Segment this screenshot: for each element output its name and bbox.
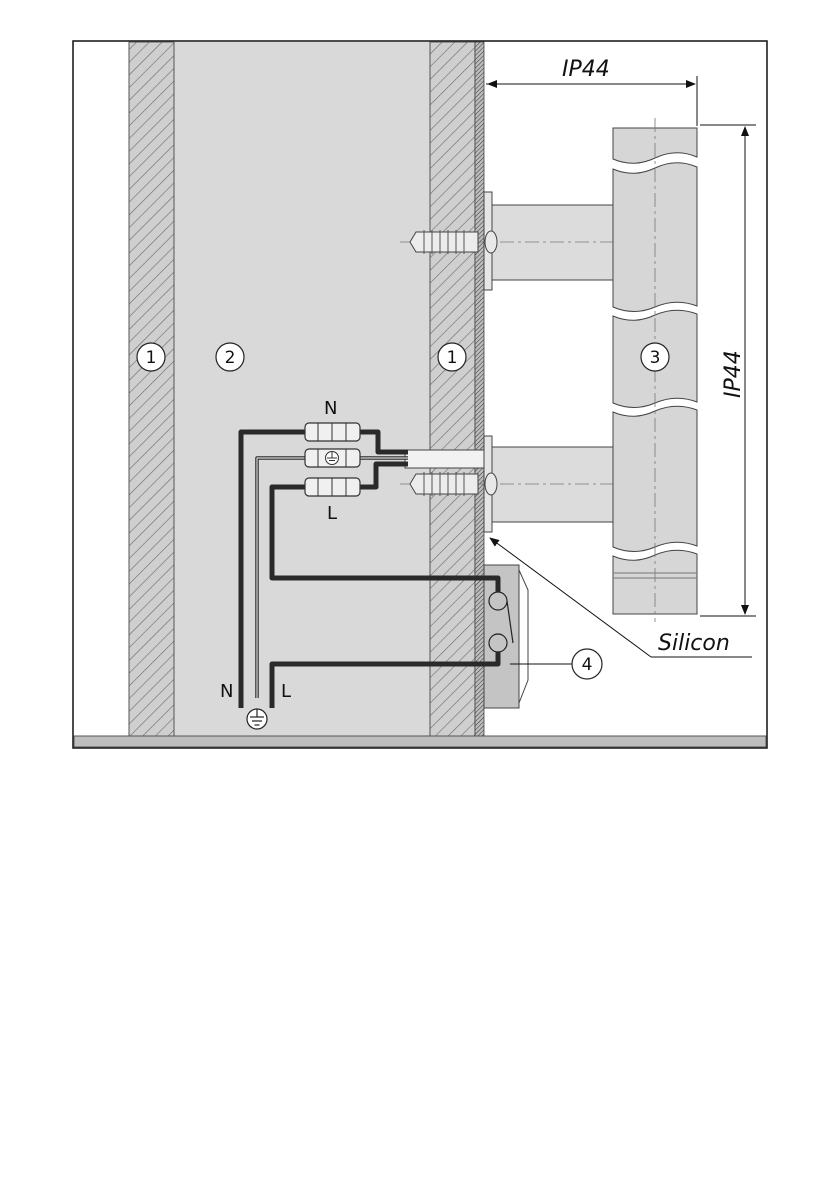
- terminal-n: [305, 423, 360, 441]
- wall-right: [430, 42, 475, 736]
- cable-conduit: [405, 450, 484, 468]
- wall-finish-layer: [475, 42, 484, 736]
- callout-1-left-text: 1: [146, 348, 157, 368]
- terminal-l-label: L: [327, 503, 337, 524]
- supply-n-label: N: [220, 681, 233, 702]
- horizontal-dimension-label: IP44: [562, 57, 610, 82]
- supply-l-label: L: [281, 681, 291, 702]
- callout-2-text: 2: [225, 348, 236, 368]
- callout-3-text: 3: [650, 348, 661, 368]
- callout-2: 2: [216, 343, 244, 371]
- callout-4-text: 4: [582, 655, 593, 675]
- callout-1-right: 1: [438, 343, 466, 371]
- silicon-label: Silicon: [658, 631, 730, 656]
- vertical-dimension-label: IP44: [721, 350, 746, 398]
- callout-3: 3: [641, 343, 669, 371]
- upper-mount-arm: [492, 205, 623, 280]
- wall-left: [129, 42, 174, 736]
- cavity-area: [173, 42, 430, 736]
- terminal-l: [305, 478, 360, 496]
- callout-1-right-text: 1: [447, 348, 458, 368]
- lower-mount-arm: [492, 447, 623, 522]
- callout-1-left: 1: [137, 343, 165, 371]
- terminal-n-label: N: [324, 398, 337, 419]
- floor: [74, 736, 766, 747]
- earth-ground-icon: [247, 709, 267, 729]
- terminal-earth: [305, 449, 360, 467]
- callout-4: 4: [572, 649, 602, 679]
